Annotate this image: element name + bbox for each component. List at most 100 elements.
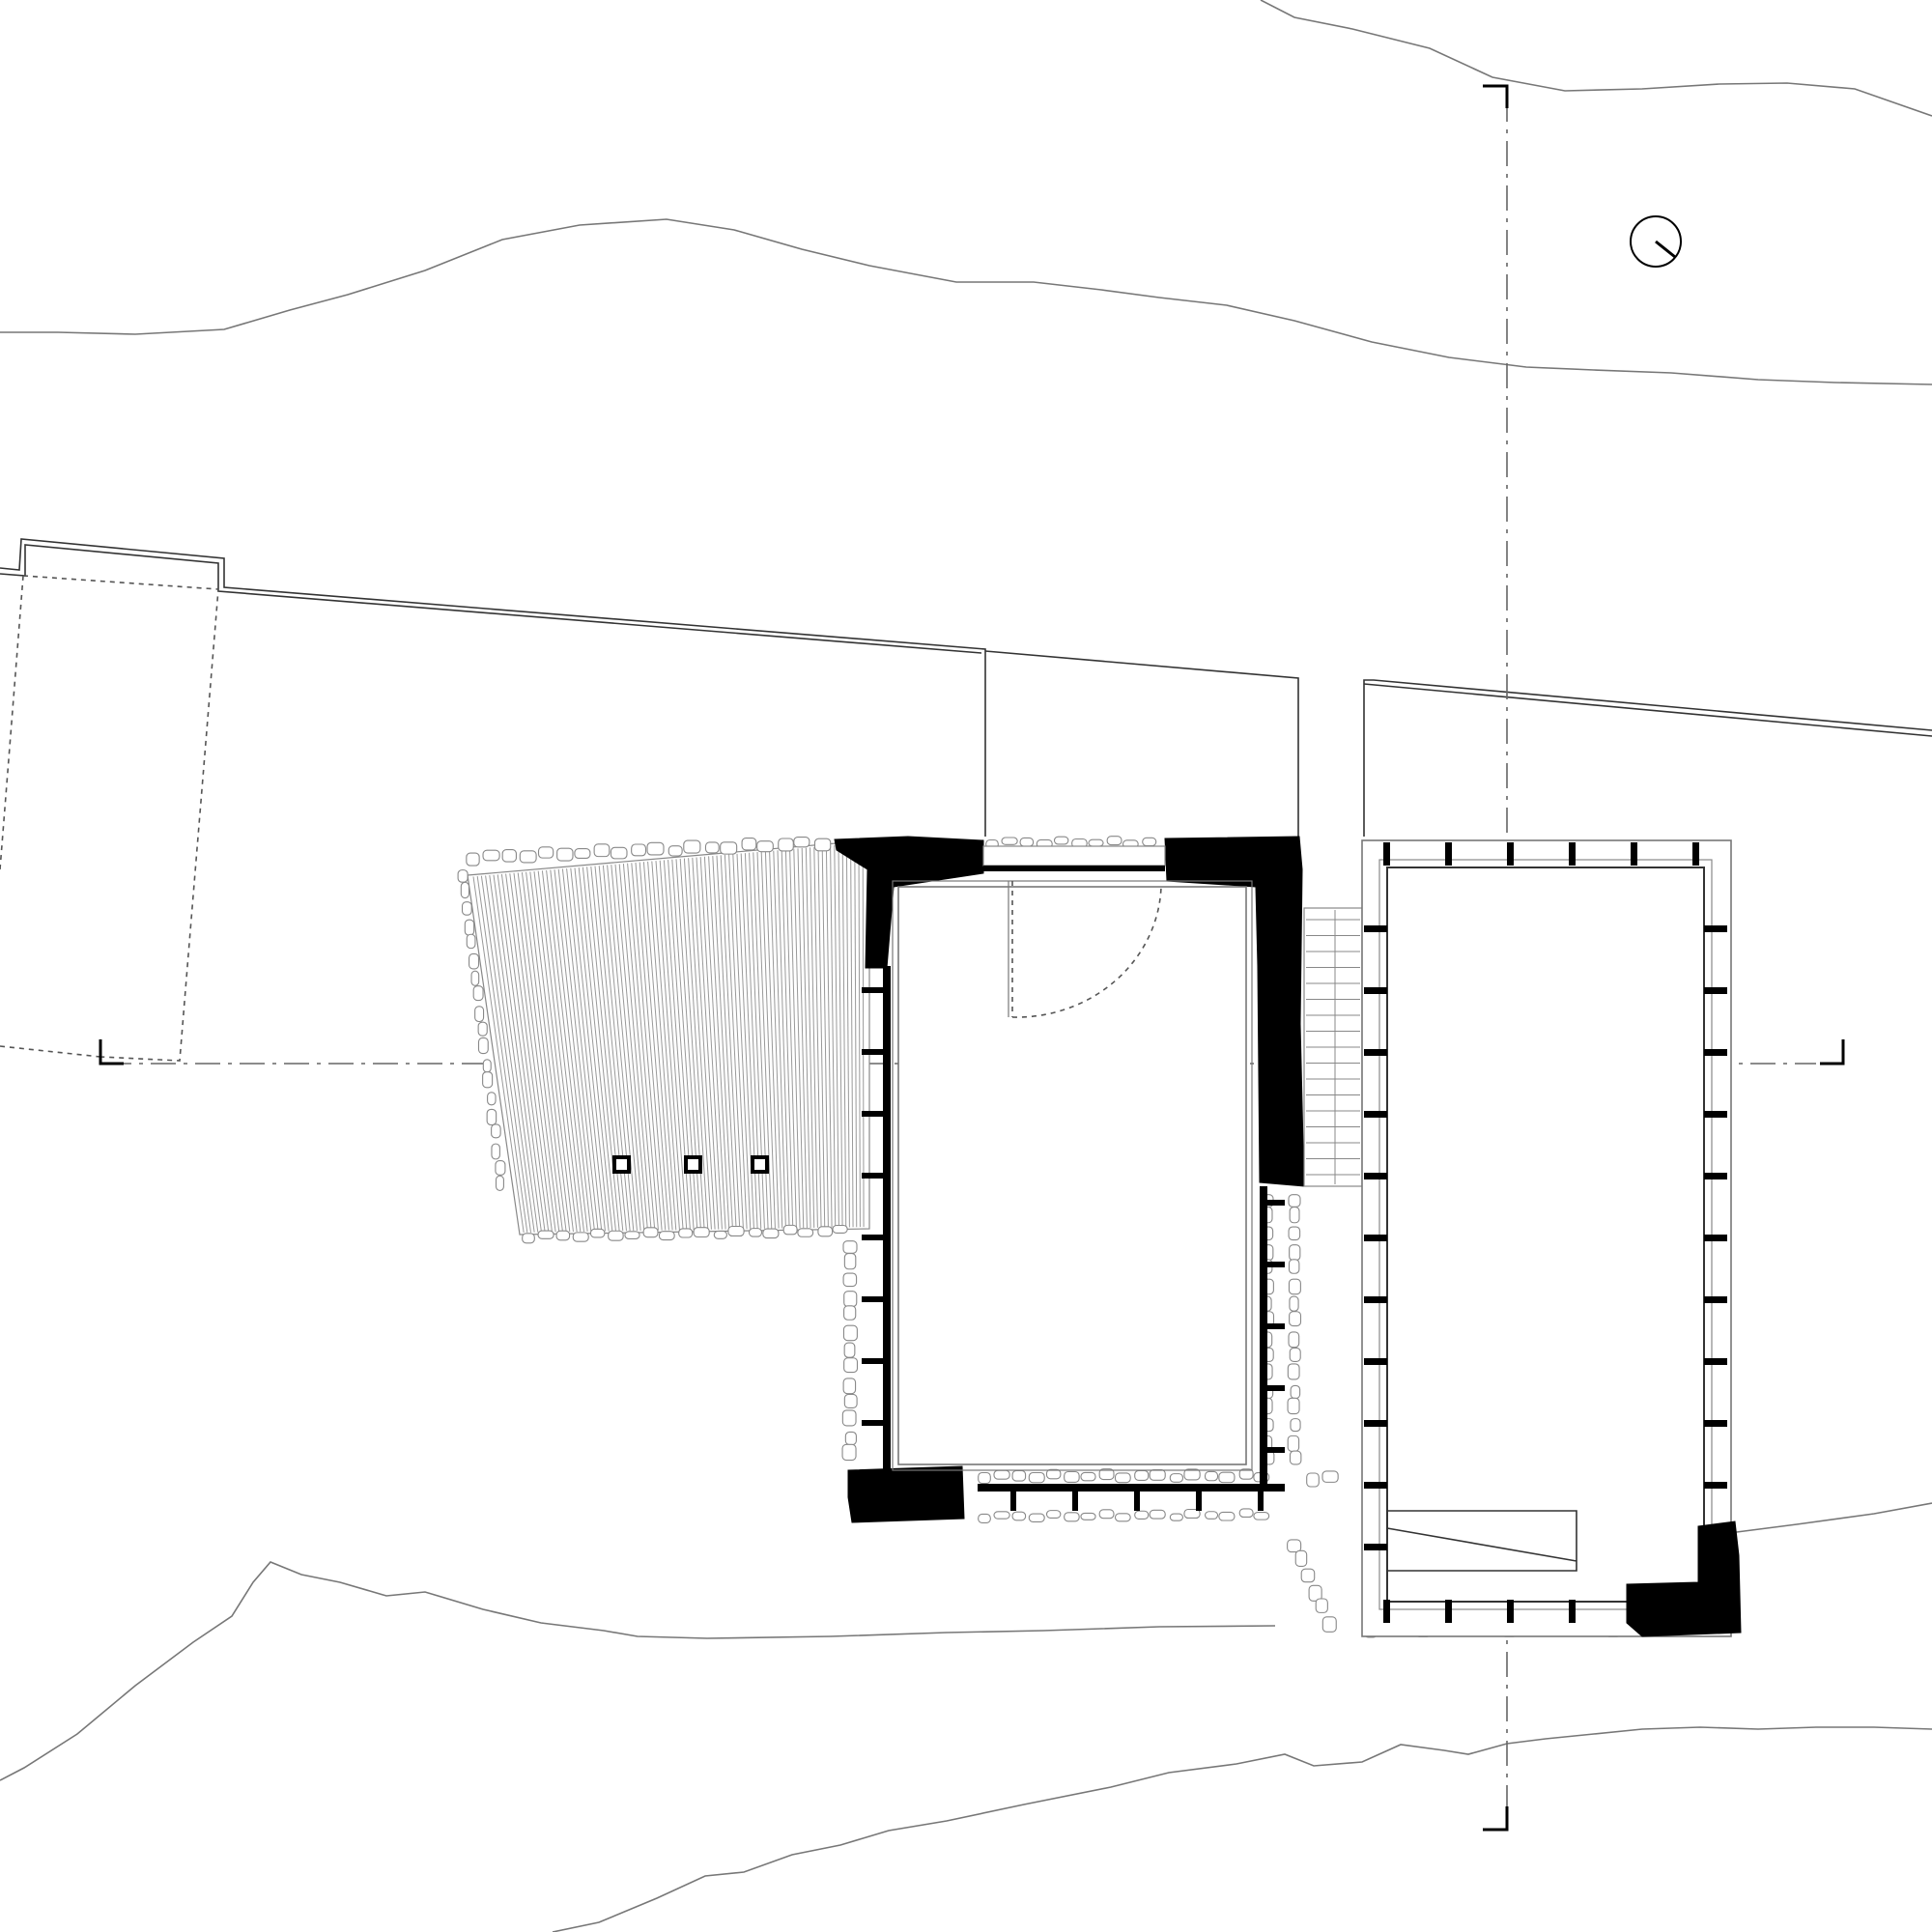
stone — [1142, 837, 1157, 847]
timber-stud — [862, 1358, 887, 1364]
boundary-line-mid — [984, 650, 1299, 837]
stone — [1290, 1384, 1301, 1400]
stone — [1011, 1469, 1027, 1482]
stone — [843, 1253, 857, 1270]
stone — [1300, 1568, 1316, 1583]
timber-stud — [862, 1173, 887, 1179]
stone — [1045, 1510, 1062, 1519]
stone — [844, 1431, 857, 1446]
stone — [1289, 1295, 1299, 1312]
timber-stud — [1196, 1484, 1202, 1511]
stone — [464, 919, 475, 936]
stone — [1134, 1469, 1150, 1482]
stone — [466, 852, 480, 867]
stone — [832, 1224, 848, 1234]
stone — [843, 1393, 858, 1409]
stone — [1028, 1513, 1045, 1522]
stone — [1045, 1468, 1062, 1480]
stone — [683, 839, 701, 854]
stone — [841, 1409, 857, 1427]
boundary-line-right — [1363, 679, 1932, 837]
timber-post — [1364, 1420, 1387, 1427]
stone — [461, 901, 472, 916]
stone — [555, 1230, 571, 1241]
stone — [842, 1378, 857, 1395]
stone — [501, 848, 517, 863]
timber-post — [1704, 1111, 1727, 1118]
stone — [720, 841, 738, 855]
stone — [842, 1272, 858, 1288]
site-boundary — [0, 538, 1932, 837]
stone — [1287, 1435, 1300, 1453]
stone — [1098, 1509, 1115, 1520]
stone — [1080, 1512, 1096, 1520]
stone — [574, 848, 591, 860]
contour-bottom — [552, 1726, 1932, 1932]
section-marker-icon — [1483, 1806, 1509, 1832]
north-arrow-icon — [1630, 215, 1682, 268]
stone — [713, 1230, 727, 1239]
stone — [1289, 1207, 1300, 1224]
stone — [487, 1092, 497, 1106]
stone — [817, 1226, 834, 1237]
stone — [1253, 1511, 1270, 1520]
stone — [1114, 1513, 1131, 1522]
stone — [1149, 1469, 1166, 1481]
timber-post — [1364, 1049, 1387, 1056]
stone — [482, 1059, 492, 1073]
wall-south-west — [847, 1465, 965, 1523]
stone — [1288, 1331, 1300, 1349]
timber-post — [1364, 1173, 1387, 1179]
stone — [1053, 836, 1069, 845]
stone — [486, 1108, 497, 1126]
stone — [1288, 1226, 1301, 1241]
stone — [693, 1227, 710, 1238]
stone — [843, 1357, 859, 1374]
section-marker-icon — [99, 1039, 124, 1065]
stone — [624, 1231, 640, 1239]
timber-post — [1704, 1420, 1727, 1427]
timber-post — [1364, 1111, 1387, 1118]
timber-post — [1704, 987, 1727, 994]
timber-post — [1704, 925, 1727, 932]
stone — [778, 838, 794, 852]
stone — [1204, 1470, 1219, 1482]
timber-post — [1704, 1173, 1727, 1179]
timber-stud — [862, 1111, 887, 1117]
stone — [1169, 1513, 1183, 1521]
timber-post — [1445, 1600, 1452, 1623]
timber-stud — [1262, 1262, 1285, 1267]
timber-stud — [862, 1049, 887, 1055]
stone — [727, 1225, 745, 1237]
stone — [1289, 1450, 1302, 1465]
stone — [646, 841, 665, 856]
stone — [593, 843, 611, 858]
timber-stud — [1010, 1484, 1016, 1511]
timber-post — [1364, 925, 1387, 932]
timber-stud — [1258, 1484, 1264, 1511]
stone — [1287, 1363, 1300, 1380]
timber-stud — [1072, 1484, 1078, 1511]
column-post — [612, 1155, 631, 1174]
stone — [658, 1231, 675, 1241]
internal-ramp — [1386, 1510, 1577, 1572]
timber-post — [1507, 1600, 1514, 1623]
stone — [1218, 1471, 1236, 1484]
stairs — [1303, 907, 1363, 1187]
stone — [1218, 1511, 1236, 1521]
stone — [519, 850, 537, 864]
stone — [477, 1037, 489, 1055]
timber-stud — [862, 1296, 887, 1302]
stone — [1289, 1311, 1302, 1327]
stone — [793, 836, 810, 848]
timber-post — [1364, 1358, 1387, 1365]
stone — [1183, 1508, 1201, 1520]
stone — [1064, 1470, 1080, 1483]
stone — [756, 840, 774, 853]
boundary-line-left — [0, 538, 986, 837]
timber-post — [1569, 1600, 1576, 1623]
stone — [1169, 1473, 1184, 1483]
stone — [491, 1143, 500, 1160]
column-post — [751, 1155, 769, 1174]
